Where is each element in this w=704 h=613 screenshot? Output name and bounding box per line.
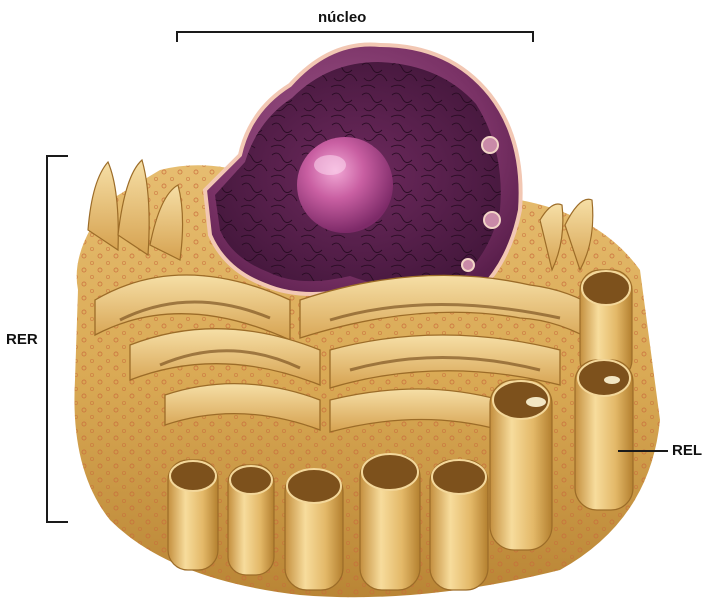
nucleus xyxy=(205,45,521,303)
rel-pointer-line xyxy=(618,450,668,452)
rer-label: RER xyxy=(6,331,38,348)
nucleus-bracket-left-tick xyxy=(176,31,178,42)
nucleus-bracket-line xyxy=(176,31,534,33)
nucleolus xyxy=(297,137,393,233)
rer-bracket-top-tick xyxy=(46,155,68,157)
rer-bracket-bottom-tick xyxy=(46,521,68,523)
rel-label: REL xyxy=(672,442,702,459)
rer-bracket-line xyxy=(46,155,48,523)
nucleus-label: núcleo xyxy=(318,9,366,26)
nucleus-bracket-right-tick xyxy=(532,31,534,42)
